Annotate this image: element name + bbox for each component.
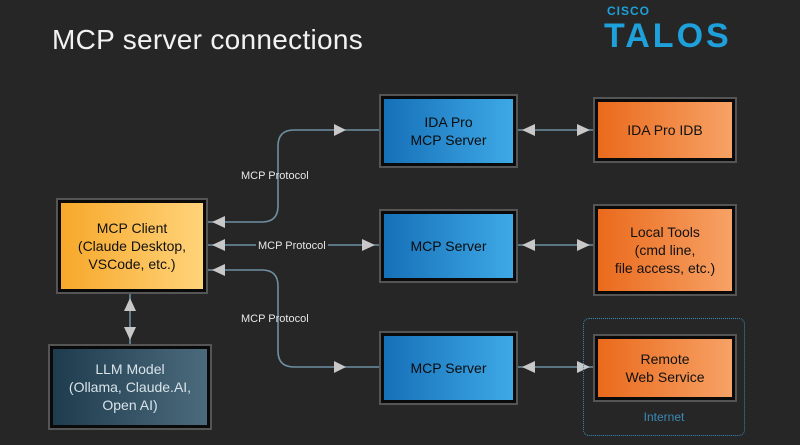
- ida-pro-mcp-server-node: IDA Pro MCP Server: [381, 96, 516, 166]
- mcp-client-node: MCP Client (Claude Desktop, VSCode, etc.…: [58, 200, 206, 292]
- logo-cisco-text: CISCO: [607, 4, 651, 18]
- arrowhead-mid-to-server: [362, 239, 375, 251]
- arrowhead-mid-to-client: [212, 239, 225, 251]
- ida-pro-idb-node: IDA Pro IDB: [595, 99, 735, 161]
- remote-web-service-node: Remote Web Service: [595, 336, 735, 400]
- arrowhead-bottom-to-client: [212, 264, 225, 276]
- arrowhead-tools-left: [522, 239, 535, 251]
- local-tools-node: Local Tools (cmd line, file access, etc.…: [595, 206, 735, 294]
- internet-label: Internet: [643, 410, 685, 424]
- arrowhead-top-to-client: [212, 216, 225, 228]
- page-title: MCP server connections: [52, 24, 364, 55]
- arrowhead-llm-down: [124, 327, 136, 340]
- arrowhead-llm-up: [124, 298, 136, 311]
- talos-logo: CISCO TALOS: [604, 4, 754, 56]
- arrowhead-bottom-to-server: [334, 361, 346, 373]
- mcp-server-bottom-node: MCP Server: [381, 333, 516, 403]
- mcp-server-middle-node: MCP Server: [381, 211, 516, 281]
- connector-client-bottom-server: [206, 269, 381, 368]
- edge-label-top: MCP Protocol: [241, 170, 309, 182]
- edge-label-bottom: MCP Protocol: [241, 313, 309, 325]
- arrowhead-idb-left: [522, 124, 535, 136]
- internet-boundary: [583, 318, 745, 436]
- arrowhead-top-to-server: [334, 124, 346, 136]
- edge-label-middle: MCP Protocol: [256, 240, 328, 252]
- connector-client-ida-server: [206, 129, 381, 223]
- llm-model-node: LLM Model (Ollama, Claude.AI, Open AI): [50, 346, 210, 428]
- arrowhead-idb-right: [577, 124, 590, 136]
- logo-talos-text: TALOS: [604, 17, 732, 55]
- arrowhead-remote-left: [522, 361, 535, 373]
- arrowhead-tools-right: [577, 239, 590, 251]
